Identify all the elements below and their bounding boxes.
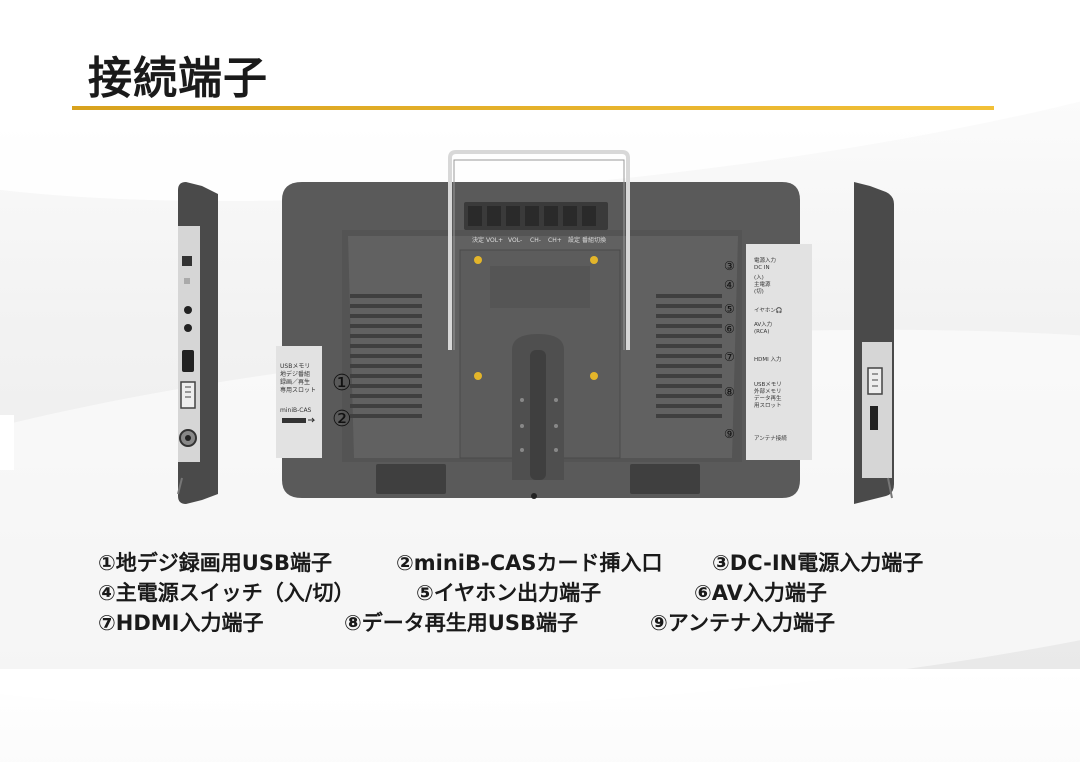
caption-item: ⑥AV入力端子 (694, 581, 827, 605)
caption-item: ②miniB-CASカード挿入口 (396, 551, 663, 575)
back-panel-view: 決定 VOL+ VOL- CH- CH+ 設定 番組切換 USBメモリ 地デジ番… (276, 150, 812, 499)
caption-item: ③DC-IN電源入力端子 (712, 551, 924, 575)
port-label: イヤホン🎧 (754, 307, 783, 314)
caption-item: ⑧データ再生用USB端子 (344, 611, 578, 635)
caption-row: ④主電源スイッチ（入/切） ⑤イヤホン出力端子 ⑥AV入力端子 (98, 578, 998, 608)
port-marker-6: ⑥ (724, 322, 735, 336)
port-label: (入) (754, 275, 764, 281)
button-label: VOL- (508, 237, 522, 244)
usb-slot-label: 専用スロット (280, 386, 316, 394)
port-label: アンテナ接続 (754, 434, 787, 442)
left-side-view (177, 182, 218, 504)
port-label: 外部メモリ (754, 387, 782, 395)
button-label: 設定 (568, 236, 580, 244)
usb-slot-label: 地デジ番組 (280, 370, 310, 378)
caption-row: ①地デジ録画用USB端子 ②miniB-CASカード挿入口 ③DC-IN電源入力… (98, 548, 998, 578)
button-label: VOL+ (486, 237, 503, 244)
port-marker-2: ② (332, 407, 352, 432)
right-side-view (854, 182, 894, 504)
port-label: 電源入力 (754, 256, 776, 264)
caption-item: ④主電源スイッチ（入/切） (98, 581, 355, 605)
caption-item: ⑤イヤホン出力端子 (416, 581, 602, 605)
caption-item: ⑨アンテナ入力端子 (650, 611, 835, 635)
port-marker-1: ① (332, 371, 352, 396)
button-label: 番組切換 (582, 236, 606, 244)
port-caption-list: ①地デジ録画用USB端子 ②miniB-CASカード挿入口 ③DC-IN電源入力… (98, 548, 998, 638)
port-marker-4: ④ (724, 278, 735, 292)
usb-slot-label: 録画／再生 (280, 378, 310, 386)
port-label: (RCA) (754, 329, 769, 335)
caption-item: ⑦HDMI入力端子 (98, 611, 264, 635)
port-marker-7: ⑦ (724, 350, 735, 364)
port-marker-8: ⑧ (724, 385, 735, 399)
edge-mark (0, 415, 14, 470)
port-marker-5: ⑤ (724, 302, 735, 316)
button-label: CH- (530, 237, 541, 244)
port-label: データ再生 (754, 394, 782, 402)
button-label: 決定 (472, 236, 484, 244)
button-label: CH+ (548, 237, 562, 244)
port-marker-3: ③ (724, 259, 735, 273)
port-label: USBメモリ (754, 381, 782, 388)
caption-item: ①地デジ録画用USB端子 (98, 551, 332, 575)
title-underline (72, 106, 994, 110)
port-label: HDMI 入力 (754, 355, 782, 363)
port-label: 用スロット (754, 402, 782, 409)
port-label: DC IN (754, 265, 770, 271)
port-marker-9: ⑨ (724, 427, 735, 441)
port-label: 主電源 (754, 280, 771, 288)
page-title: 接続端子 (88, 53, 268, 104)
usb-slot-label: USBメモリ (280, 363, 310, 370)
port-label: (切) (754, 288, 764, 295)
port-label: AV入力 (754, 320, 772, 328)
caption-row: ⑦HDMI入力端子 ⑧データ再生用USB端子 ⑨アンテナ入力端子 (98, 608, 998, 638)
cas-slot-label: miniB-CAS (280, 407, 312, 414)
